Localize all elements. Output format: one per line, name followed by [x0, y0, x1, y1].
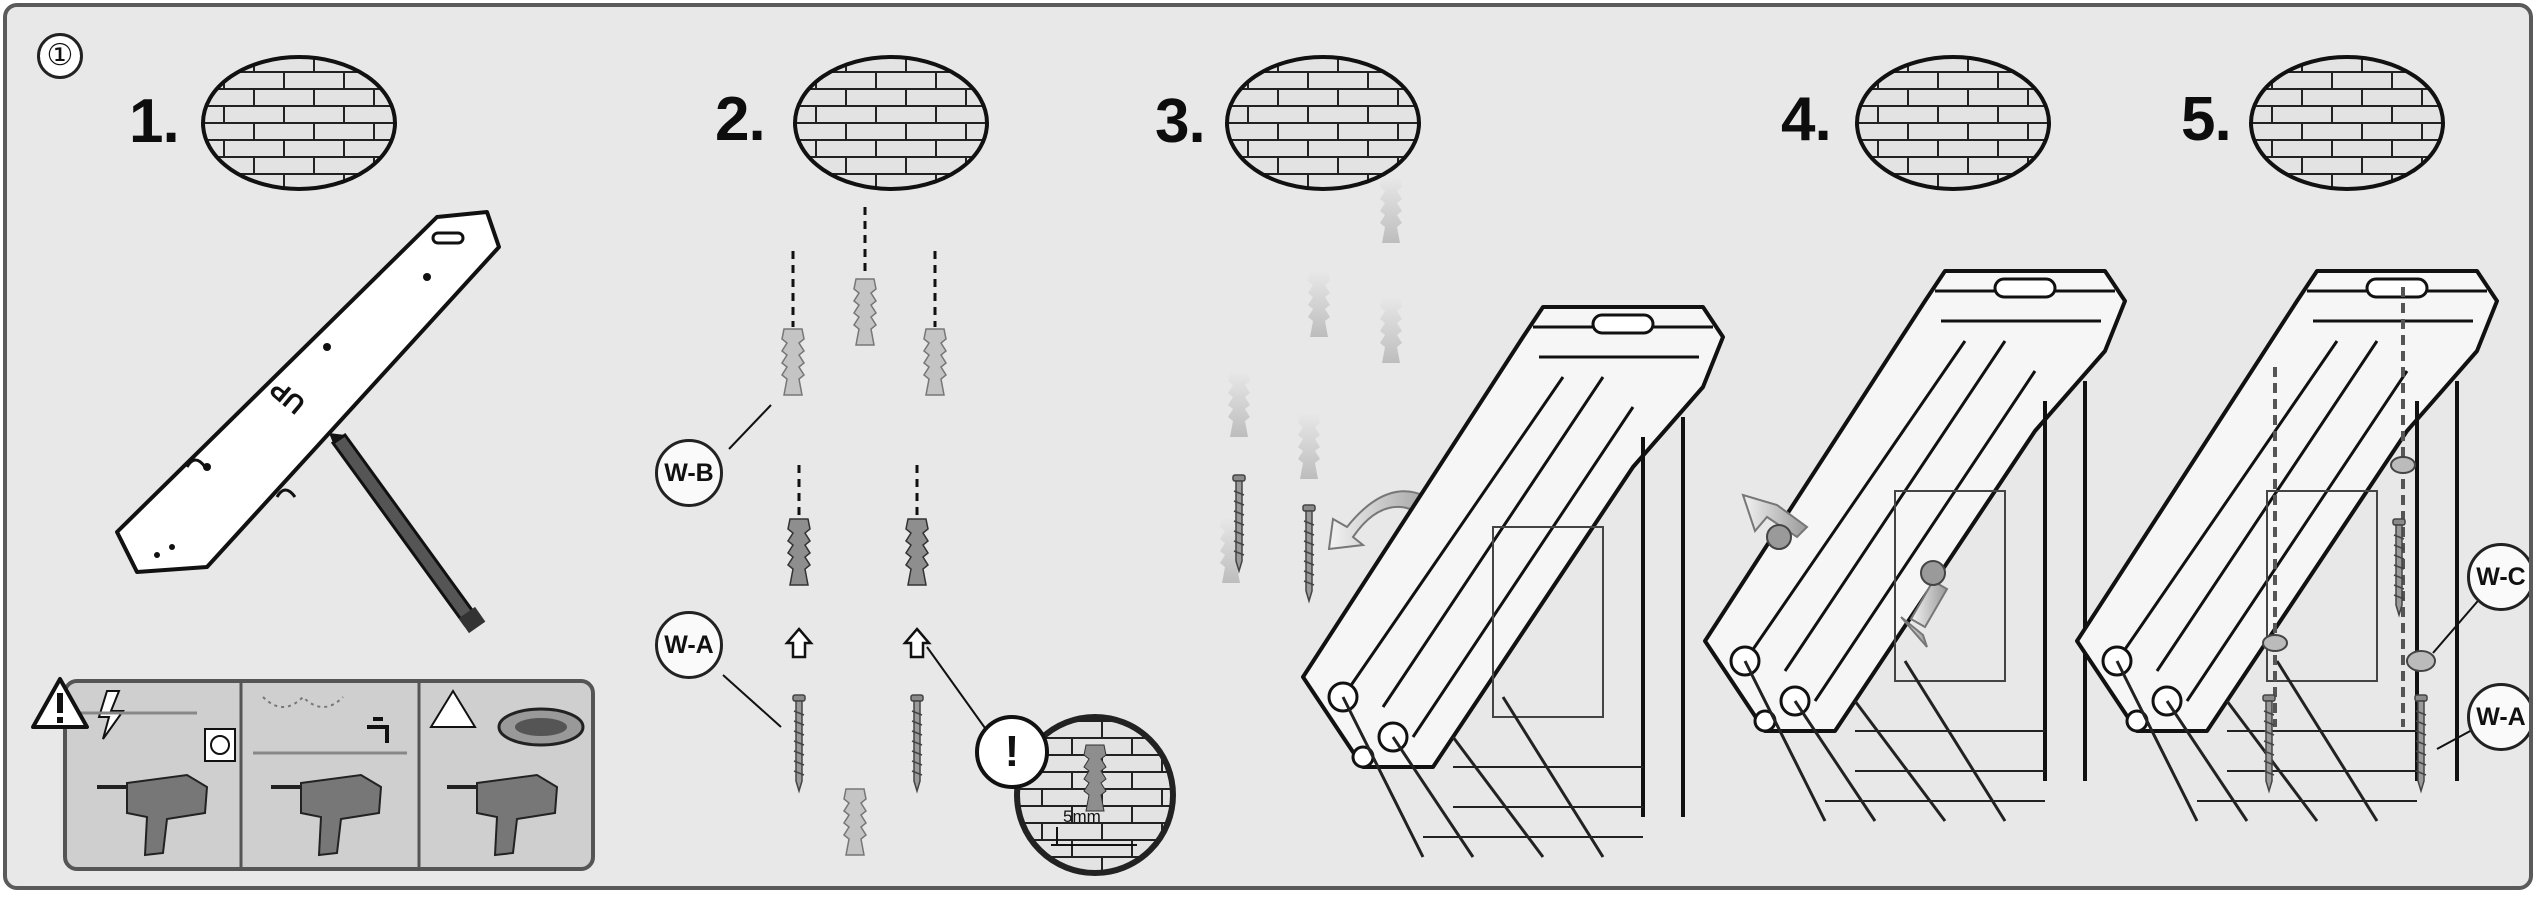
callout-w-a-step-5: W-A [2467, 683, 2529, 751]
bracket-step-5 [2075, 269, 2499, 823]
wall-icon-step-2 [793, 55, 989, 191]
step-2-number: 2. [715, 85, 766, 154]
wall-icon-step-5 [2249, 55, 2445, 191]
socket-icon [204, 728, 236, 762]
step-4-number: 4. [1781, 85, 1832, 154]
callout-w-a-step-2: W-A [655, 611, 723, 679]
page-marker: ① [37, 33, 83, 79]
assembly-illustration: UP [115, 55, 2499, 876]
step-4-arrows [1741, 493, 1949, 648]
bracket-step-4 [1703, 269, 2127, 823]
mounting-plate [115, 210, 501, 574]
callout-w-b: W-B [655, 439, 723, 507]
step-3-number: 3. [1155, 87, 1206, 156]
gas-warning-icon [429, 689, 585, 747]
step-2-up-arrows [784, 627, 932, 659]
step-1-number: 1. [129, 87, 180, 156]
wall-icon-step-3 [1225, 55, 1421, 191]
screw-wa-right [910, 694, 924, 792]
callout-w-c: W-C [2467, 543, 2529, 611]
pencil-icon [329, 432, 486, 634]
drilling-warning-panel [63, 679, 595, 871]
drill-icon-3 [447, 773, 559, 857]
instruction-sheet: ① 1. 2. 3. 4. 5. [3, 3, 2533, 890]
step-2-plugs [781, 207, 947, 856]
water-tap-icon [253, 695, 407, 755]
wall-icon-step-1 [201, 55, 397, 191]
step-5-number: 5. [2181, 85, 2232, 154]
depth-measurement: 5mm [1063, 807, 1101, 826]
callout-attention: ! [975, 715, 1049, 789]
screw-wa-left [792, 694, 806, 792]
warning-triangle-icon [31, 677, 89, 729]
step-4-plug-heads [1766, 524, 1946, 586]
bracket-step-3 [1301, 305, 1725, 859]
drill-icon-2 [271, 773, 383, 857]
depth-detail [1014, 714, 1176, 876]
electric-shock-icon [77, 690, 197, 740]
drill-icon-1 [97, 773, 209, 857]
wall-icon-step-4 [1855, 55, 2051, 191]
step-5-screws [2262, 287, 2436, 792]
step-3-plugs [1220, 177, 1402, 602]
